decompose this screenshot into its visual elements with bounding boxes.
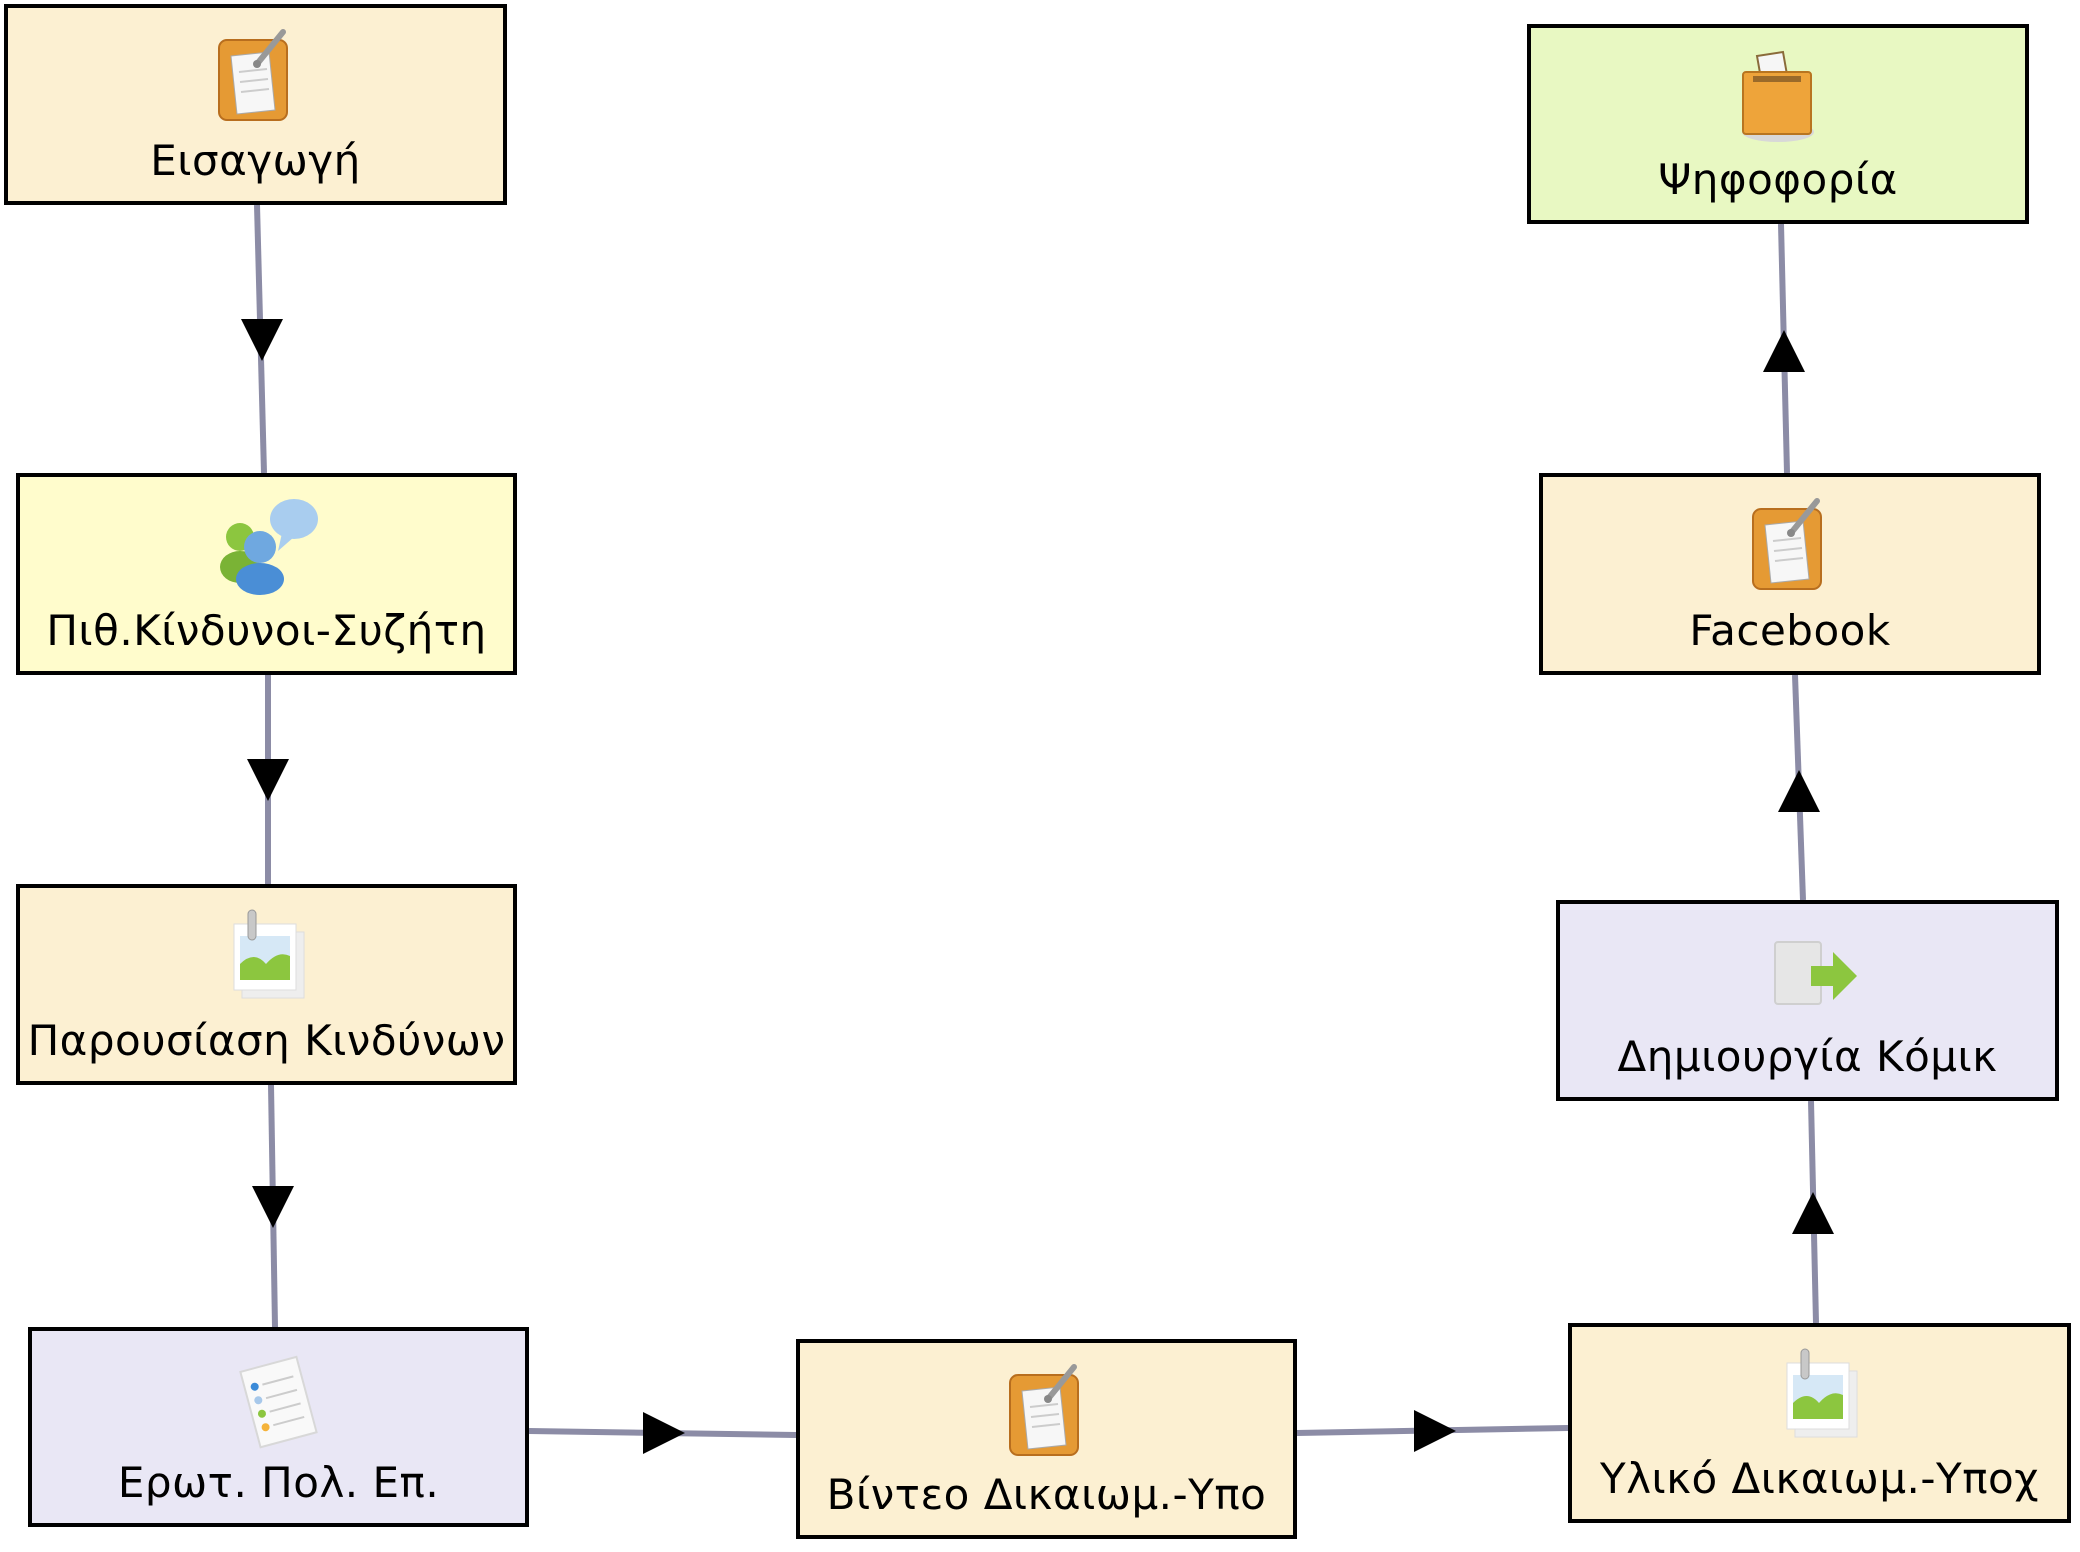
node-label: Εισαγωγή xyxy=(150,136,361,185)
notebook-icon xyxy=(1752,498,1822,590)
survey-node-multiple-choice[interactable]: Ερωτ. Πολ. Επ. xyxy=(28,1327,529,1527)
node-label: Υλικό Δικαιωμ.-Υποχ xyxy=(1600,1454,2039,1503)
arrowhead-icon xyxy=(1792,1192,1834,1234)
activity-node-facebook[interactable]: Facebook xyxy=(1539,473,2041,675)
arrowhead-icon xyxy=(247,759,289,801)
node-label: Ερωτ. Πολ. Επ. xyxy=(117,1458,440,1507)
node-label: Βίντεο Δικαιωμ.-Υπο xyxy=(826,1470,1267,1519)
activity-node-rights-video[interactable]: Βίντεο Δικαιωμ.-Υπο xyxy=(796,1339,1297,1539)
activity-node-intro[interactable]: Εισαγωγή xyxy=(4,4,507,205)
document-export-icon xyxy=(1773,941,1857,1005)
image-gallery-icon xyxy=(233,909,304,999)
resource-node-rights-material[interactable]: Υλικό Δικαιωμ.-Υποχ xyxy=(1568,1323,2071,1523)
arrowhead-icon xyxy=(643,1412,685,1454)
node-label: Facebook xyxy=(1689,606,1891,655)
arrowhead-icon xyxy=(241,319,283,361)
image-gallery-icon xyxy=(1786,1348,1857,1438)
resource-node-risks-presentation[interactable]: Παρουσίαση Κινδύνων xyxy=(16,884,517,1085)
node-label: Δημιουργία Κόμικ xyxy=(1617,1032,1998,1081)
arrowhead-icon xyxy=(1763,330,1805,372)
tool-node-create-comic[interactable]: Δημιουργία Κόμικ xyxy=(1556,900,2059,1101)
node-label: Ψηφοφορία xyxy=(1658,155,1898,204)
notebook-icon xyxy=(1008,1364,1079,1456)
node-label: Πιθ.Κίνδυνοι-Συζήτη xyxy=(46,606,487,655)
ballot-box-icon xyxy=(1742,50,1814,142)
arrowhead-icon xyxy=(1414,1410,1456,1452)
forum-chat-icon xyxy=(219,499,318,595)
arrowhead-icon xyxy=(1778,770,1820,812)
arrowhead-icon xyxy=(252,1186,294,1228)
node-label: Παρουσίαση Κινδύνων xyxy=(27,1016,506,1065)
vote-node-poll[interactable]: Ψηφοφορία xyxy=(1527,24,2029,224)
checklist-icon xyxy=(238,1355,318,1449)
notebook-icon xyxy=(217,29,288,121)
forum-node-risks-discussion[interactable]: Πιθ.Κίνδυνοι-Συζήτη xyxy=(16,473,517,675)
